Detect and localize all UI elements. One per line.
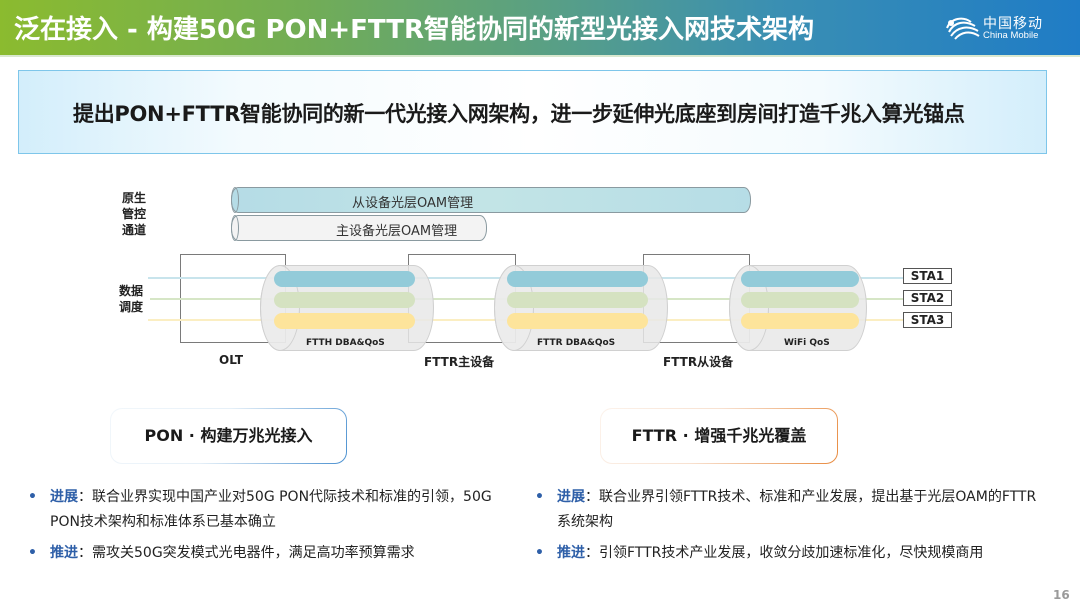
architecture-diagram: 原生 管控 通道 数据 调度 从设备光层OAM管理 主设备光层OAM管理 [0, 180, 1080, 380]
bullet-item: • 推进：需攻关50G突发模式光电器件，满足高功率预算需求 [28, 541, 498, 566]
olt-label: OLT [219, 353, 244, 367]
channel-bar-blue [507, 271, 648, 287]
pon-bullet-list: • 进展：联合业界实现中国产业对50G PON代际技术和标准的引领，50G PO… [28, 485, 498, 572]
pon-tag: PON · 构建万兆光接入 [110, 408, 347, 464]
ftth-dba-label: FTTH DBA&QoS [306, 338, 385, 348]
station-sta3: STA3 [903, 312, 952, 328]
slave-oam-tube: 从设备光层OAM管理 [231, 187, 751, 213]
wifi-cable [729, 265, 867, 351]
bullet-sep: ： [78, 545, 92, 561]
bullet-keyword: 进展 [50, 489, 78, 505]
label-line: 数据 [119, 284, 144, 298]
master-oam-label: 主设备光层OAM管理 [336, 224, 458, 239]
fttr-dba-label: FTTR DBA&QoS [537, 338, 616, 348]
page-title: 泛在接入 - 构建50G PON+FTTR智能协同的新型光接入网技术架构 [14, 15, 815, 45]
channel-bar-green [741, 292, 859, 308]
station-sta1: STA1 [903, 268, 952, 284]
slave-oam-label: 从设备光层OAM管理 [352, 196, 474, 211]
bullet-item: • 进展：联合业界实现中国产业对50G PON代际技术和标准的引领，50G PO… [28, 485, 498, 535]
bullet-text: 需攻关50G突发模式光电器件，满足高功率预算需求 [92, 545, 415, 561]
label-line: 管控 [122, 207, 147, 221]
label-line: 通道 [122, 223, 147, 237]
channel-bar-blue [741, 271, 859, 287]
bullet-keyword: 推进 [557, 545, 585, 561]
fttr-bullet-list: • 进展：联合业界引领FTTR技术、标准和产业发展，提出基于光层OAM的FTTR… [535, 485, 1045, 572]
bullet-keyword: 进展 [557, 489, 585, 505]
logo-text-en: China Mobile [983, 30, 1039, 41]
bullet-dot-icon: • [28, 545, 37, 561]
logo-text-cn: 中国移动 [983, 16, 1043, 32]
china-mobile-logo: 中国移动 China Mobile [945, 12, 1075, 46]
channel-bar-green [274, 292, 415, 308]
fttr-slave-label: FTTR从设备 [663, 355, 734, 369]
tube-cap [231, 187, 239, 213]
label-line: 原生 [122, 191, 147, 205]
bullet-dot-icon: • [535, 489, 544, 505]
channel-bar-yellow [741, 313, 859, 329]
bullet-dot-icon: • [28, 489, 37, 505]
subtitle-box: 提出PON+FTTR智能协同的新一代光接入网架构，进一步延伸光底座到房间打造千兆… [18, 70, 1047, 154]
label-line: 调度 [119, 300, 144, 314]
bullet-sep: ： [585, 489, 599, 505]
control-channel-label: 原生 管控 通道 [122, 190, 146, 238]
tube-cap [231, 215, 239, 241]
bullet-text: 引领FTTR技术产业发展，收敛分歧加速标准化，尽快规模商用 [599, 545, 984, 561]
page-number: 16 [1053, 588, 1070, 602]
fttr-master-label: FTTR主设备 [424, 355, 495, 369]
bullet-sep: ： [78, 489, 92, 505]
data-scheduling-label: 数据 调度 [119, 283, 143, 315]
channel-bar-blue [274, 271, 415, 287]
wifi-qos-label: WiFi QoS [784, 338, 830, 348]
bullet-sep: ： [585, 545, 599, 561]
bullet-item: • 进展：联合业界引领FTTR技术、标准和产业发展，提出基于光层OAM的FTTR… [535, 485, 1045, 535]
station-sta2: STA2 [903, 290, 952, 306]
ftth-cable [260, 265, 434, 351]
master-oam-tube: 主设备光层OAM管理 [231, 215, 487, 241]
bullet-text: 联合业界引领FTTR技术、标准和产业发展，提出基于光层OAM的FTTR系统架构 [557, 489, 1037, 530]
channel-bar-green [507, 292, 648, 308]
bullet-item: • 推进：引领FTTR技术产业发展，收敛分歧加速标准化，尽快规模商用 [535, 541, 1045, 566]
channel-bar-yellow [274, 313, 415, 329]
title-bar: 泛在接入 - 构建50G PON+FTTR智能协同的新型光接入网技术架构 中国移… [0, 0, 1080, 57]
fttr-cable [494, 265, 668, 351]
bullet-dot-icon: • [535, 545, 544, 561]
bullet-keyword: 推进 [50, 545, 78, 561]
china-mobile-logo-icon [946, 17, 980, 40]
bullet-text: 联合业界实现中国产业对50G PON代际技术和标准的引领，50G PON技术架构… [50, 489, 492, 530]
channel-bar-yellow [507, 313, 648, 329]
fttr-tag: FTTR · 增强千兆光覆盖 [600, 408, 838, 464]
subtitle-text: 提出PON+FTTR智能协同的新一代光接入网架构，进一步延伸光底座到房间打造千兆… [73, 102, 965, 126]
